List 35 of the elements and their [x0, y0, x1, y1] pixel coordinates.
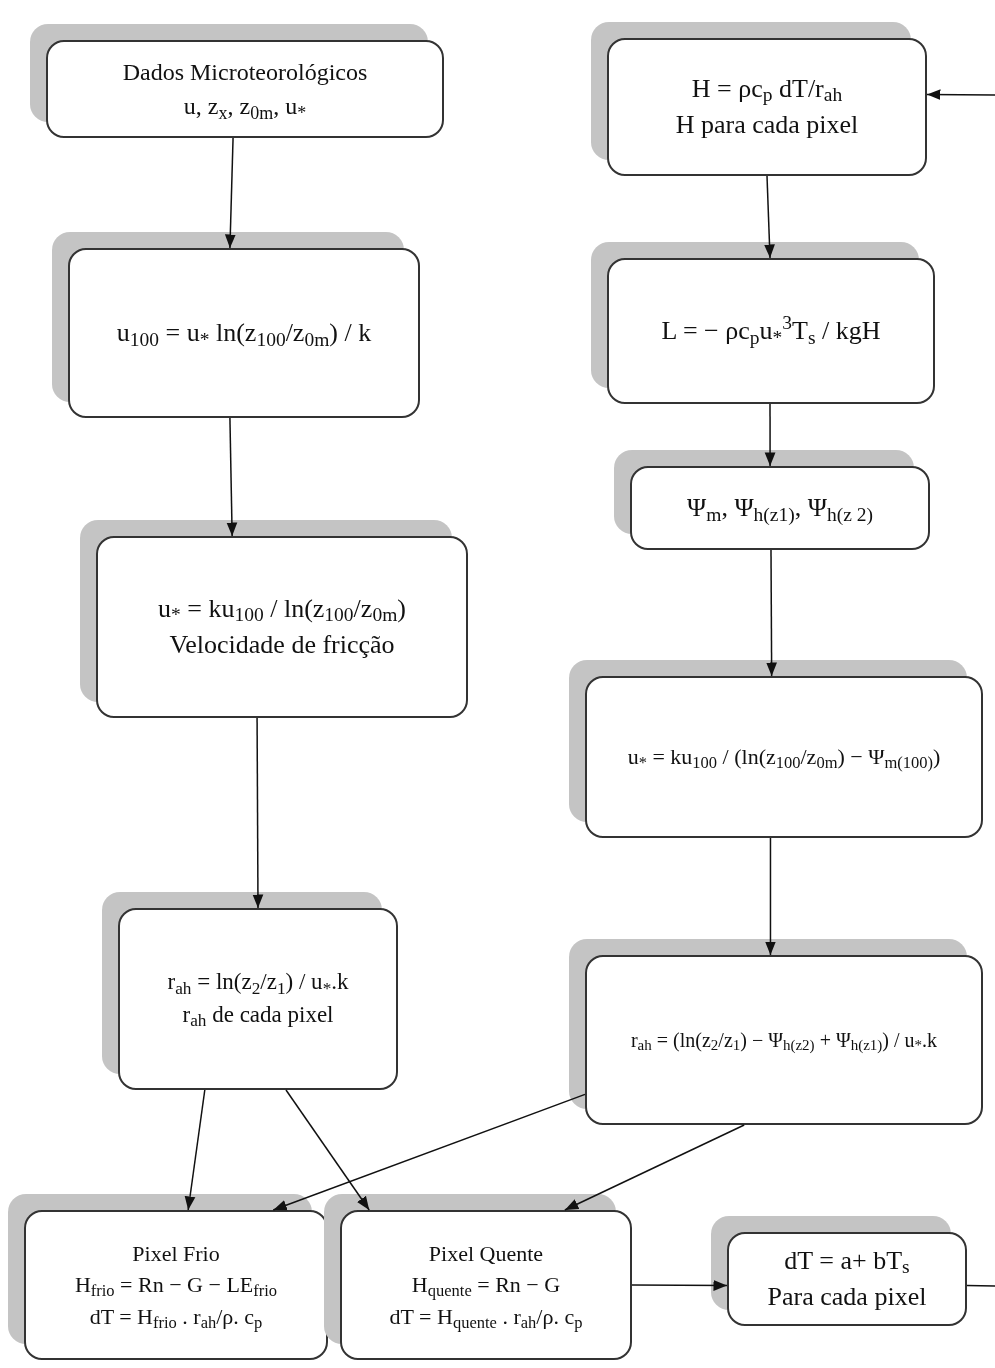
arrow — [184, 1089, 206, 1211]
node-heading: H = ρc$_{p}$ dT/r$_{ah}$ — [691, 72, 843, 105]
node-text: Para cada pixel — [767, 1281, 927, 1313]
node-heading: L = − ρc$_{p}$u$_{*}$$^{3}$T$_{s}$ / kgH — [661, 314, 881, 348]
node-text: r$_{ah}$ de cada pixel — [182, 1001, 334, 1030]
node-heading: Ψ$_{m}$, Ψ$_{h(z1)}$, Ψ$_{h(z 2)}$ — [687, 491, 873, 525]
node-text: H para cada pixel — [675, 109, 859, 141]
arrow — [285, 1089, 370, 1211]
node-text: u, z$_{x}$, z$_{0m}$, u$_{*}$ — [183, 92, 307, 121]
node-heading: u$_{100}$ = u$_{*}$ ln(z$_{100}$/z$_{0m}$) / k — [116, 316, 372, 350]
node-text: H$_{quente}$ = Rn − G — [411, 1271, 561, 1299]
arrow — [226, 417, 238, 537]
node-text: H$_{frio}$ = Rn − G − LE$_{frio}$ — [74, 1271, 278, 1299]
arrow — [926, 89, 995, 101]
arrow — [631, 1280, 728, 1291]
node-text: dT = H$_{quente}$ . r$_{ah}$/ρ. c$_{p}$ — [389, 1302, 583, 1331]
node-heading: u$_{*}$ = ku$_{100}$ / ln(z$_{100}$/z$_{0m}$) — [158, 592, 406, 625]
arrow — [764, 403, 776, 467]
node-heading: Pixel Frio — [132, 1239, 220, 1268]
arrow — [564, 1124, 745, 1211]
arrow — [272, 1093, 586, 1211]
node-text: Velocidade de fricção — [169, 629, 395, 661]
node-heading: r$_{ah}$ = (ln(z$_{2}$/z$_{1}$) − Ψ$_{h(z2)}$ + Ψ$_{h(z1)}$) / u$_{*}$.k — [630, 1027, 938, 1053]
arrow — [224, 137, 236, 249]
node-heading: u$_{*}$ = ku$_{100}$ / (ln(z$_{100}$/z$_{0m}$) − Ψ$_{m(100)}$) — [627, 743, 941, 771]
arrow — [252, 717, 264, 909]
node-heading: dT = a+ bT$_{s}$ — [784, 1244, 910, 1277]
node-heading: Pixel Quente — [428, 1239, 544, 1268]
connector-line — [966, 1284, 995, 1287]
arrow — [764, 175, 775, 259]
arrow — [765, 837, 776, 956]
arrow — [766, 549, 777, 677]
node-text: dT = H$_{frio}$ . r$_{ah}$/ρ. c$_{p}$ — [89, 1302, 263, 1331]
node-heading: r$_{ah}$ = ln(z$_{2}$/z$_{1}$) / u$_{*}$.k — [167, 968, 349, 997]
node-heading: Dados Microteorológicos — [122, 58, 368, 87]
